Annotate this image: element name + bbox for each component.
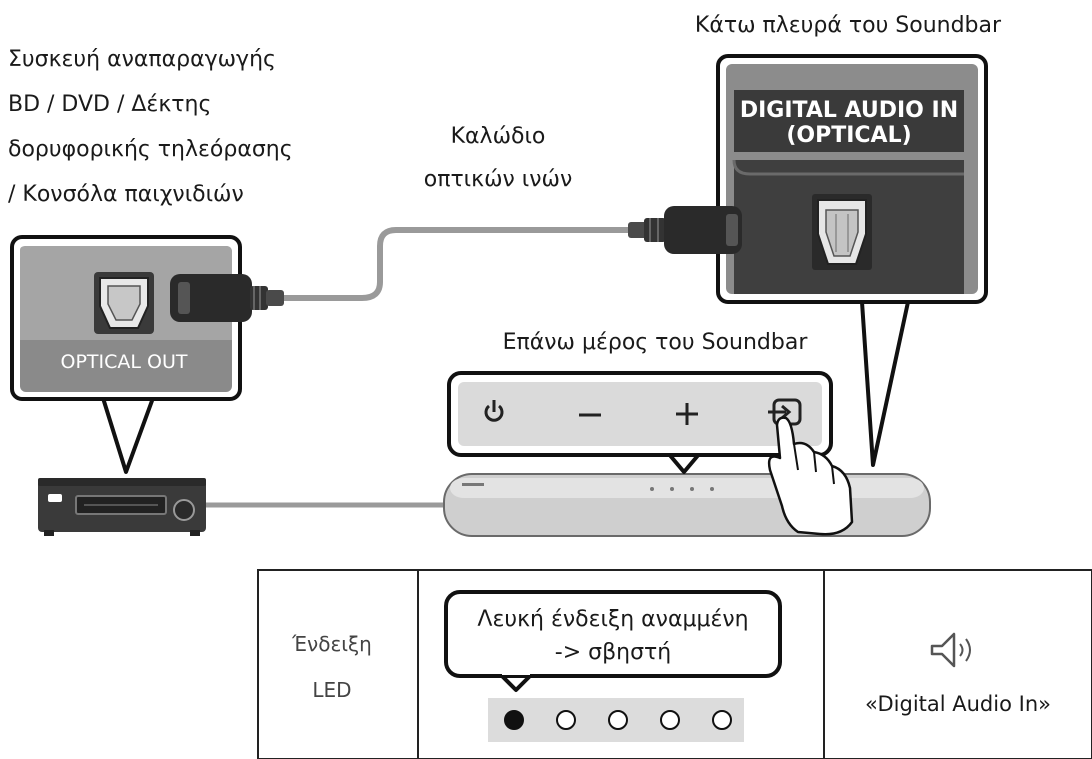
led-callout-line1: Λευκή ένδειξη αναμμένη [477,607,748,632]
cable-label-line2: οπτικών ινών [424,167,573,192]
hand-icon [767,416,854,536]
led-dot-2 [556,710,576,730]
cable-label-line1: Καλώδιο [451,124,546,149]
led-table: Ένδειξη LED Λευκή ένδειξη αναμμένη -> σβ… [257,569,1092,759]
source-device [38,478,206,536]
digital-audio-in-label-line1: DIGITAL AUDIO IN [740,98,958,123]
speaker-icon [930,632,971,668]
led-callout-line2: -> σβηστή [555,640,671,665]
soundbar [443,473,931,537]
source-device-label-line3: δορυφορικής τηλεόρασης [8,137,293,162]
soundbar-top-label: Επάνω μέρος του Soundbar [503,330,809,355]
source-device-label-line4: / Κονσόλα παιχνιδιών [8,182,244,207]
mode-text: «Digital Audio In» [865,692,1051,716]
optical-plug-soundbar [628,206,742,254]
led-dot-3 [608,710,628,730]
digital-audio-in-label-line2: (OPTICAL) [786,123,911,148]
optical-out-port [94,272,154,334]
source-device-label-line2: BD / DVD / Δέκτης [8,92,211,117]
soundbar-bottom-label: Κάτω πλευρά του Soundbar [695,13,1002,38]
optical-cable [280,227,635,301]
led-callout: Λευκή ένδειξη αναμμένη -> σβηστή [444,590,782,692]
optical-out-callout: OPTICAL OUT [10,235,242,474]
led-header-line1: Ένδειξη [291,632,372,656]
power-icon[interactable] [484,400,504,422]
led-dot-1 [504,710,524,730]
optical-plug-source [170,274,284,322]
led-indicators [504,710,732,730]
led-dot-5 [712,710,732,730]
optical-out-label: OPTICAL OUT [61,351,188,373]
soundbar-top-panel-callout [447,371,833,474]
plus-icon[interactable] [676,403,698,425]
digital-audio-in-callout: DIGITAL AUDIO IN (OPTICAL) [716,54,988,467]
source-device-label-line1: Συσκευή αναπαραγωγής [8,47,276,72]
digital-audio-in-port [812,194,872,270]
led-header-line2: LED [312,678,351,702]
led-dot-4 [660,710,680,730]
